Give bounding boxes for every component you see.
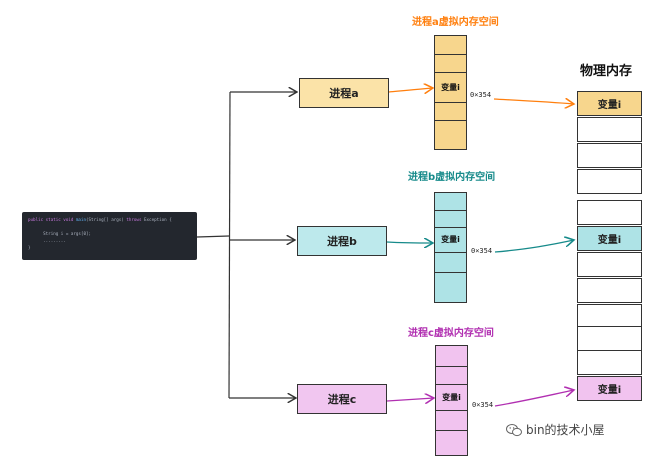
virtual-b-to-physical: [494, 240, 574, 253]
virtual-address-b: 0×354: [471, 247, 493, 255]
process-a-box: 进程a: [299, 78, 389, 108]
virtual-space-b-title: 进程b虚拟内存空间: [408, 172, 496, 183]
process-a-label: 进程a: [329, 87, 359, 100]
code-line-2: String i = args[0];: [28, 230, 191, 237]
code-connector: [196, 235, 230, 238]
physical-cell-label: 变量i: [597, 100, 622, 111]
code-token: .........: [28, 238, 66, 243]
physical-cell-8: [577, 304, 642, 329]
trunk-line: [228, 91, 231, 399]
code-token: }: [28, 245, 31, 250]
virtual-cell-divider: [435, 120, 466, 121]
virtual-space-c-column: 变量i: [435, 345, 468, 456]
virtual-c-to-physical: [494, 390, 574, 407]
virtual-a-to-physical: [493, 99, 574, 104]
virtual-cell-divider: [435, 72, 466, 73]
physical-cell-9: [577, 326, 642, 351]
virtual-space-a-variable: 变量i: [441, 82, 460, 92]
virtual-cell-divider: [435, 54, 466, 55]
wechat-icon: [506, 423, 522, 436]
process-a-to-virtual: [388, 88, 433, 92]
virtual-cell-divider: [435, 272, 466, 273]
process-b-to-virtual: [386, 242, 433, 243]
virtual-cell-divider: [435, 252, 466, 253]
physical-cell-7: [577, 278, 642, 303]
code-line-1: [28, 223, 191, 230]
code-token: throws: [126, 217, 144, 222]
code-token: Exception {: [144, 217, 172, 222]
code-token: [28, 224, 31, 229]
virtual-space-b-column: 变量i: [434, 192, 467, 303]
code-token: String i = args[0];: [28, 231, 92, 236]
virtual-space-b-variable: 变量i: [441, 235, 460, 244]
virtual-cell-divider: [436, 430, 467, 431]
physical-cell-4: [577, 200, 642, 225]
virtual-space-a-title: 进程a虚拟内存空间: [412, 17, 499, 28]
physical-cell-1: [577, 117, 642, 142]
physical-cell-6: [577, 252, 642, 277]
watermark: bin的技术小屋: [506, 421, 605, 438]
watermark-text: bin的技术小屋: [526, 423, 605, 437]
virtual-address-a: 0×354: [470, 91, 492, 99]
virtual-cell-divider: [435, 227, 466, 228]
virtual-cell-divider: [435, 210, 466, 211]
process-c-to-virtual: [386, 398, 434, 401]
physical-cell-label: 变量i: [597, 385, 622, 396]
physical-cell-10: [577, 350, 642, 375]
process-b-label: 进程b: [327, 235, 357, 248]
physical-cell-5: 变量i: [577, 226, 642, 251]
code-line-4: }: [28, 244, 191, 251]
process-b-box: 进程b: [297, 226, 387, 256]
code-line-0: public static void main(String[] args) t…: [28, 216, 191, 223]
virtual-cell-divider: [436, 410, 467, 411]
code-line-3: .........: [28, 237, 191, 244]
process-c-box: 进程c: [297, 384, 387, 414]
code-token: public static void: [28, 217, 76, 222]
physical-cell-11: 变量i: [577, 376, 642, 401]
code-token: main: [75, 217, 86, 222]
virtual-address-c: 0×354: [472, 401, 494, 409]
physical-cell-label: 变量i: [597, 235, 622, 246]
virtual-space-c-variable: 变量i: [442, 392, 461, 402]
physical-memory-title: 物理内存: [580, 64, 633, 79]
physical-cell-2: [577, 143, 642, 168]
virtual-cell-divider: [436, 384, 467, 385]
virtual-cell-divider: [436, 366, 467, 367]
process-c-label: 进程c: [327, 393, 357, 406]
virtual-space-a-column: 变量i: [434, 35, 467, 150]
physical-cell-0: 变量i: [577, 91, 642, 116]
code-token: (String[] args): [86, 217, 127, 222]
virtual-space-c-title: 进程c虚拟内存空间: [408, 328, 494, 339]
physical-cell-3: [577, 169, 642, 194]
virtual-cell-divider: [435, 102, 466, 103]
java-code-block: public static void main(String[] args) t…: [22, 212, 197, 260]
